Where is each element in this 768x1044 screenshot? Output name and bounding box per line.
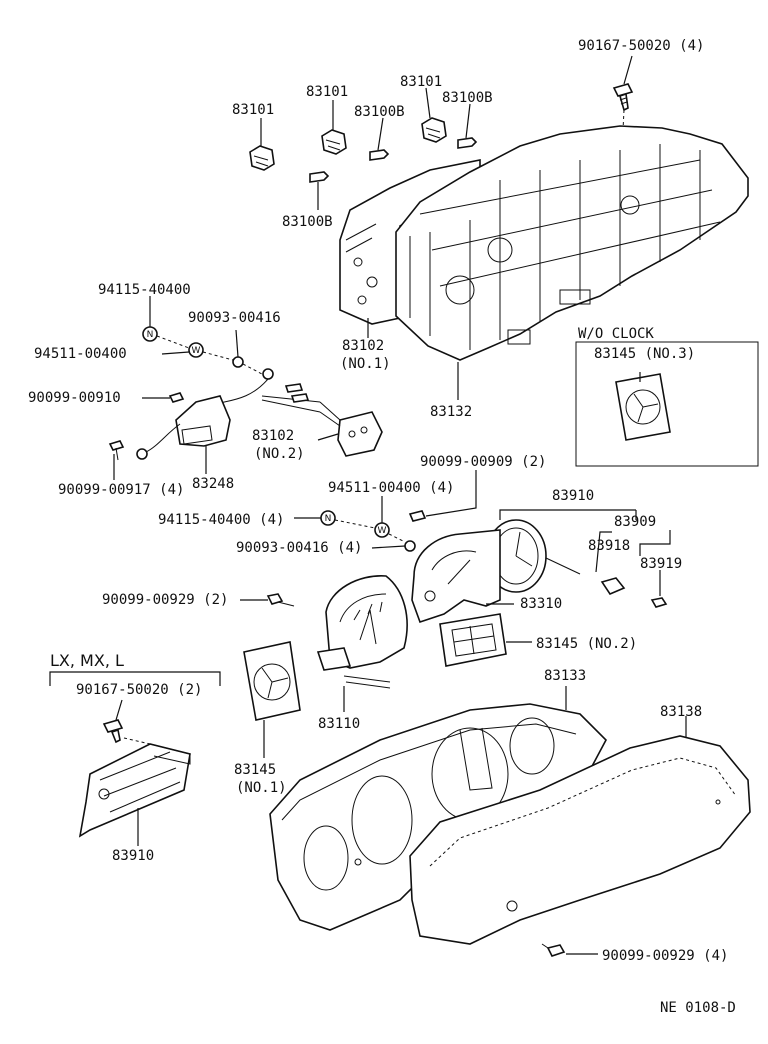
label-83909: 83909 (614, 514, 656, 530)
label-90167-lx: 90167-50020 (2) (76, 682, 202, 698)
meter-case-83132 (395, 125, 749, 361)
label-83133: 83133 (544, 668, 586, 684)
socket-83101-left (249, 145, 275, 171)
label-90167-top: 90167-50020 (4) (578, 38, 704, 54)
tachometer-83310 (411, 529, 501, 624)
gasket-83145-no2 (439, 613, 507, 667)
label-83145-no1: 83145 (234, 762, 276, 778)
label-90099-00929-a: 90099-00929 (2) (102, 592, 228, 608)
screw-90167-top (612, 83, 634, 112)
label-83310: 83310 (520, 596, 562, 612)
washer-90093-a (232, 356, 244, 368)
label-83100b-a: 83100B (354, 104, 405, 120)
nut-symbol: N (147, 330, 154, 340)
label-83248: 83248 (192, 476, 234, 492)
label-94115-b: 94115-40400 (4) (158, 512, 284, 528)
screw-90099-00929-b (541, 943, 566, 957)
label-83101-right: 83101 (400, 74, 442, 90)
bulb-83100b-b (457, 137, 478, 149)
gasket-83145-no1 (243, 641, 301, 721)
washer-90093-b (404, 540, 416, 552)
screw-90099-00929-a (266, 593, 295, 607)
washer-94511-b: W (374, 522, 390, 538)
wo-clock-box (575, 341, 759, 467)
label-83102-no1-sub: (NO.1) (340, 356, 391, 372)
label-83110: 83110 (318, 716, 360, 732)
wire-harness-83248 (136, 368, 321, 460)
label-83910-top: 83910 (552, 488, 594, 504)
label-83100b-c: 83100B (282, 214, 333, 230)
bulb-83100b-c (309, 171, 330, 183)
label-wo-clock: W/O CLOCK (578, 326, 654, 342)
screw-90099-00917 (108, 440, 125, 461)
label-90093-b: 90093-00416 (4) (236, 540, 362, 556)
label-83102-no1: 83102 (342, 338, 384, 354)
screw-90099-00909 (408, 510, 427, 522)
label-83910-lx: 83910 (112, 848, 154, 864)
label-83101-middle: 83101 (306, 84, 348, 100)
socket-83101-right (421, 117, 447, 143)
label-83102-no2-sub: (NO.2) (254, 446, 305, 462)
screw-90167-lx (102, 719, 124, 744)
meter-lens-83138 (409, 735, 751, 945)
label-90099-00910: 90099-00910 (28, 390, 121, 406)
bulb-83100b-a (369, 149, 390, 161)
figure-code: NE 0108-D (660, 1000, 736, 1016)
label-83145-no1-sub: (NO.1) (236, 780, 287, 796)
nut-94115-b: N (320, 510, 336, 526)
label-90093-a: 90093-00416 (188, 310, 281, 326)
label-83138: 83138 (660, 704, 702, 720)
label-90099-00917: 90099-00917 (4) (58, 482, 184, 498)
washer-94511-a: W (188, 342, 204, 358)
gasket-83145-no3 (615, 373, 671, 441)
label-83102-no2: 83102 (252, 428, 294, 444)
label-83145-no2: 83145 (NO.2) (536, 636, 637, 652)
washer-symbol: W (192, 346, 201, 356)
label-94511-b: 94511-00400 (4) (328, 480, 454, 496)
screw-90099-00910 (168, 392, 185, 403)
clock-83910-lx (78, 743, 191, 838)
label-90099-00909: 90099-00909 (2) (420, 454, 546, 470)
nut-94115-a: N (142, 326, 158, 342)
label-83132: 83132 (430, 404, 472, 420)
socket-83101-middle (321, 129, 347, 155)
label-83145-no3: 83145 (NO.3) (594, 346, 695, 362)
circuit-plate-83102-no2 (319, 401, 383, 457)
washer-symbol-2: W (378, 526, 387, 536)
label-83919: 83919 (640, 556, 682, 572)
nut-symbol-2: N (325, 514, 332, 524)
label-90099-00929-b: 90099-00929 (4) (602, 948, 728, 964)
label-83101-left: 83101 (232, 102, 274, 118)
clock-screw-83919 (650, 597, 668, 608)
label-lx-mx-l: LX, MX, L (50, 651, 124, 670)
label-94115-a: 94115-40400 (98, 282, 191, 298)
speedometer-83110 (316, 575, 408, 689)
label-94511-a: 94511-00400 (34, 346, 127, 362)
label-83918: 83918 (588, 538, 630, 554)
label-83100b-b: 83100B (442, 90, 493, 106)
clock-knob-83918 (600, 577, 626, 595)
